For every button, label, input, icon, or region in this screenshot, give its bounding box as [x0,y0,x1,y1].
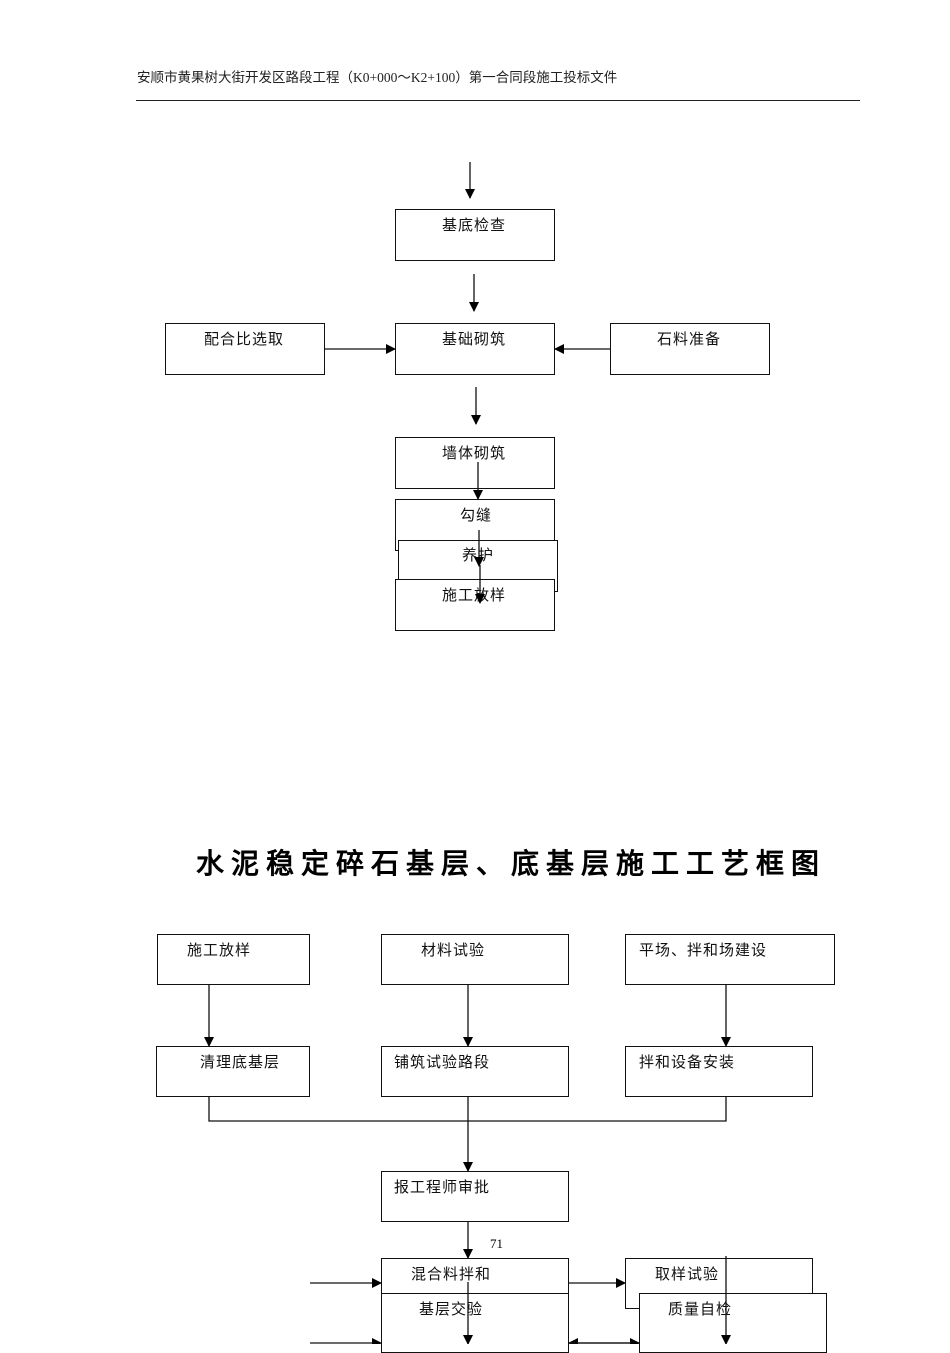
node-site-build-label: 平场、拌和场建设 [639,941,768,959]
node-clean-subbase-label: 清理底基层 [200,1053,281,1071]
node-layout-2-label: 施工放样 [187,941,252,959]
node-trial-section-label: 铺筑试验路段 [394,1053,491,1071]
document-header-title: 安顺市黄果树大街开发区路段工程（K0+000～K2+100）第一合同段施工投标文… [137,70,618,85]
node-layout-2 [157,934,310,985]
node-base-check-label: 基底检查 [442,216,507,234]
node-trial-section [381,1046,569,1097]
node-site-build [625,934,835,985]
node-engineer-approval-label: 报工程师审批 [394,1178,491,1196]
diagram-title: 水泥稳定碎石基层、底基层施工工艺框图 [196,847,827,880]
node-stone-prep-label: 石料准备 [657,330,722,348]
node-wall-masonry-label: 墙体砌筑 [442,444,507,462]
node-engineer-approval [381,1171,569,1222]
node-base-handover [381,1293,569,1353]
node-layout-1-label: 施工放样 [442,586,507,604]
node-mixer-install-label: 拌和设备安装 [639,1053,736,1071]
node-mix-ratio [165,323,325,375]
page-number: 71 [490,1236,503,1251]
node-wall-masonry [395,437,555,489]
node-base-check [395,209,555,261]
node-pointing-label: 勾缝 [460,506,493,524]
node-layout-1 [395,579,555,631]
node-material-test [381,934,569,985]
node-base-handover-label: 基层交验 [419,1300,484,1318]
node-sampling-test-label: 取样试验 [655,1265,720,1283]
node-material-test-label: 材料试验 [421,941,486,959]
node-stone-prep [610,323,770,375]
node-mixing-label: 混合料拌和 [411,1265,492,1283]
node-mix-ratio-label: 配合比选取 [204,330,285,348]
header-divider [136,100,860,101]
node-mixer-install [625,1046,813,1097]
node-self-check [639,1293,827,1353]
node-curing-label: 养护 [462,546,495,564]
merge-connector [208,1097,727,1122]
node-foundation-masonry [395,323,555,375]
node-clean-subbase [156,1046,310,1097]
node-self-check-label: 质量自检 [668,1300,733,1318]
node-foundation-masonry-label: 基础砌筑 [442,330,507,348]
